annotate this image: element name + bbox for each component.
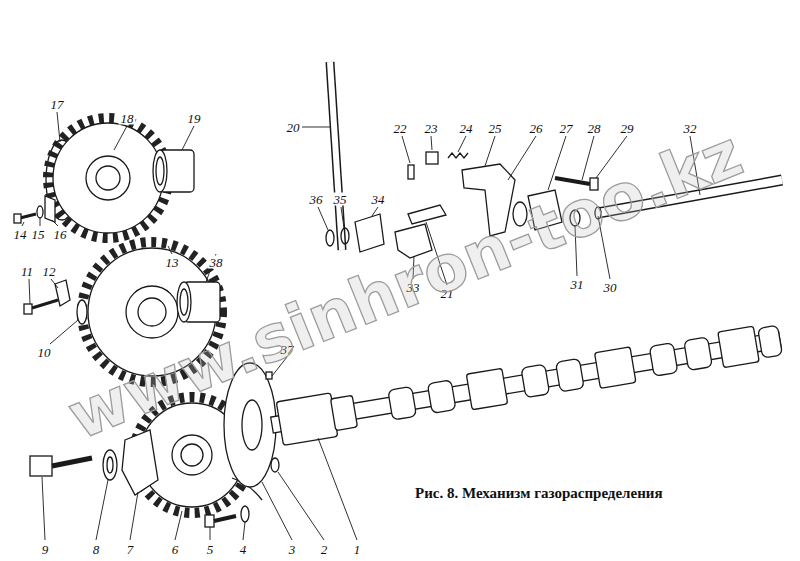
callout-number: 5 [205, 543, 216, 556]
callout-number: 29 [619, 122, 636, 135]
callout-number: 4 [238, 543, 249, 556]
callout-number: 10 [36, 346, 53, 359]
callout-number: 32 [682, 122, 699, 135]
callout-number: 6 [170, 543, 181, 556]
callout-number: 34 [370, 193, 387, 206]
callout-number: 7 [125, 543, 136, 556]
callout-number: 24 [458, 122, 475, 135]
callout-number: 12 [41, 265, 58, 278]
callout-number: 19 [186, 112, 203, 125]
callout-number: 25 [487, 122, 504, 135]
callout-number: 11 [19, 265, 35, 278]
callout-number: 27 [558, 122, 575, 135]
callout-number: 31 [569, 278, 586, 291]
callout-number: 33 [405, 281, 422, 294]
callout-number: 26 [528, 122, 545, 135]
callout-number: 13 [164, 256, 181, 269]
callout-number: 37 [279, 343, 296, 356]
callout-number: 17 [49, 98, 66, 111]
callout-number: 35 [332, 193, 349, 206]
callout-number: 15 [30, 228, 47, 241]
callout-number: 22 [392, 122, 409, 135]
callout-number: 28 [586, 122, 603, 135]
callout-number: 8 [91, 543, 102, 556]
callout-number: 21 [439, 287, 456, 300]
callout-number: 38 [208, 256, 225, 269]
callout-number: 14 [12, 228, 29, 241]
callout-number: 9 [40, 543, 51, 556]
callout-number: 30 [602, 281, 619, 294]
callout-number: 23 [423, 122, 440, 135]
callout-number: 2 [319, 543, 330, 556]
callout-number: 36 [308, 193, 325, 206]
callout-number: 18 [119, 112, 136, 125]
callout-number: 1 [352, 543, 363, 556]
callout-number: 16 [52, 228, 69, 241]
callout-number: 3 [287, 543, 298, 556]
callout-number: 20 [285, 121, 302, 134]
figure-caption: Рис. 8. Механизм газораспределения [412, 484, 666, 503]
